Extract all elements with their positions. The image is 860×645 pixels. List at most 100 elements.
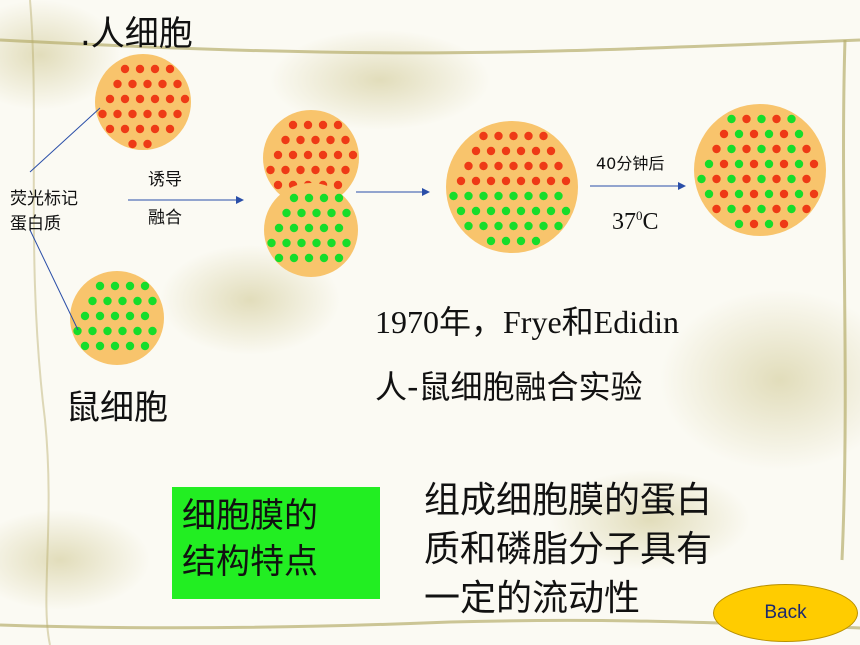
arrow-fuse — [128, 196, 244, 204]
bg-blotch — [270, 30, 490, 130]
mouse-protein-dot — [88, 326, 97, 336]
human-protein-dot — [524, 131, 533, 141]
mouse-protein-dot — [727, 204, 736, 214]
mouse-protein-dot — [304, 253, 314, 263]
mouse-protein-dot — [787, 204, 796, 214]
mouse-protein-dot — [734, 189, 744, 199]
human-protein-dot — [531, 176, 541, 186]
mouse-protein-dot — [787, 114, 796, 124]
human-protein-dot — [288, 150, 298, 160]
human-protein-dot — [150, 64, 160, 74]
human-protein-dot — [311, 135, 320, 145]
mouse-protein-dot — [464, 191, 473, 201]
mouse-protein-dot — [140, 281, 150, 291]
mouse-protein-dot — [80, 311, 90, 321]
mouse-protein-dot — [334, 253, 344, 263]
arrow-merge — [356, 188, 430, 196]
mouse-protein-dot — [561, 206, 571, 216]
time-label: 40分钟后 — [596, 154, 665, 173]
conclusion-line1: 组成细胞膜的蛋白 — [424, 480, 713, 521]
human-protein-dot — [341, 165, 350, 175]
mouse-protein-dot — [531, 206, 541, 216]
mouse-protein-dot — [516, 206, 526, 216]
human-protein-dot — [742, 174, 751, 184]
mouse-protein-dot — [327, 208, 336, 218]
human-protein-dot — [509, 131, 518, 141]
mouse-protein-dot — [757, 144, 766, 154]
human-protein-dot — [539, 161, 548, 171]
mouse-protein-dot — [479, 221, 488, 231]
mouse-protein-dot — [334, 223, 344, 233]
bg-vine-line — [840, 39, 847, 561]
mouse-protein-dot — [103, 326, 112, 336]
human-protein-dot — [303, 150, 313, 160]
mouse-protein-dot — [95, 311, 105, 321]
mouse-protein-dot — [464, 221, 473, 231]
human-protein-dot — [281, 165, 290, 175]
human-protein-dot — [326, 135, 335, 145]
temperature-label: 370C — [612, 208, 659, 236]
label-pointer-mouse — [29, 229, 79, 331]
mouse-protein-dot — [494, 221, 503, 231]
feature-box-line2: 结构特点 — [182, 542, 318, 582]
bg-blotch — [0, 510, 150, 610]
fluorescent-label-line1: 荧光标记 — [10, 189, 78, 209]
human-protein-dot — [509, 161, 518, 171]
human-protein-dot — [772, 204, 781, 214]
mouse-protein-dot — [516, 236, 526, 246]
mouse-protein-dot — [110, 311, 120, 321]
bg-vine-line — [0, 38, 860, 55]
mouse-protein-dot — [304, 223, 314, 233]
human-protein-dot — [719, 129, 729, 139]
human-protein-dot — [128, 139, 137, 149]
human-protein-dot — [719, 159, 729, 169]
mouse-protein-dot — [297, 208, 306, 218]
mouse-protein-dot — [342, 238, 351, 248]
human-protein-dot — [779, 189, 789, 199]
human-protein-dot — [712, 204, 721, 214]
human-protein-dot — [486, 176, 496, 186]
mouse-protein-dot — [764, 219, 774, 229]
human-protein-dot — [742, 144, 751, 154]
mouse-protein-dot — [342, 208, 351, 218]
human-protein-dot — [802, 144, 811, 154]
human-protein-dot — [802, 174, 811, 184]
mouse-protein-dot — [95, 341, 105, 351]
arrow-diffuse — [590, 182, 686, 190]
human-protein-dot — [742, 114, 751, 124]
human-protein-dot — [318, 120, 328, 130]
mouse-protein-dot — [148, 296, 157, 306]
human-protein-dot — [143, 109, 152, 119]
bg-blotch — [550, 470, 750, 570]
human-protein-dot — [779, 159, 789, 169]
back-button[interactable]: Back — [713, 584, 858, 642]
human-protein-dot — [802, 204, 811, 214]
human-protein-dot — [113, 79, 122, 89]
human-protein-dot — [165, 124, 175, 134]
mouse-protein-dot — [757, 174, 766, 184]
induce-label-line2: 融合 — [148, 208, 182, 228]
mouse-protein-dot — [449, 191, 458, 201]
mouse-protein-dot — [501, 206, 511, 216]
induce-label-line1: 诱导 — [148, 170, 182, 190]
mouse-protein-dot — [524, 221, 533, 231]
human-protein-dot — [712, 144, 721, 154]
human-protein-dot — [501, 146, 511, 156]
human-protein-dot — [266, 165, 275, 175]
human-protein-dot — [273, 150, 283, 160]
human-protein-dot — [150, 124, 160, 134]
human-protein-dot — [779, 219, 789, 229]
human-protein-dot — [98, 109, 107, 119]
human-protein-dot — [143, 139, 152, 149]
human-protein-dot — [772, 144, 781, 154]
mouse-protein-dot — [312, 238, 321, 248]
human-protein-dot — [341, 135, 350, 145]
mouse-protein-dot — [479, 191, 488, 201]
human-cell-title: .人细胞 — [80, 14, 193, 54]
human-protein-dot — [273, 180, 283, 190]
mouse-protein-dot — [319, 223, 329, 233]
mouse-protein-dot — [148, 326, 157, 336]
mouse-protein-dot — [494, 191, 503, 201]
mouse-protein-dot — [304, 193, 314, 203]
